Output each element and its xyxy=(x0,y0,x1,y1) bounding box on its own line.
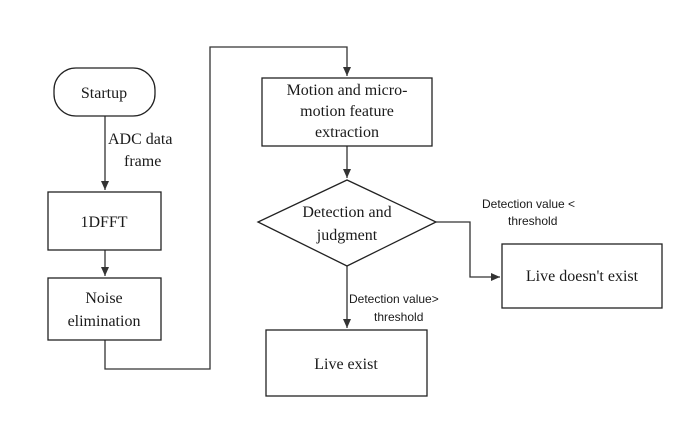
noise-elimination-node xyxy=(47,277,162,341)
adc-label-line-1: ADC data xyxy=(108,131,172,148)
live-not-exist-node xyxy=(501,243,663,309)
startup-label: Startup xyxy=(81,85,127,102)
decision-label-line-2: judgment xyxy=(316,227,378,244)
live-exist-label: Live exist xyxy=(314,356,378,373)
adc-label-line-2: frame xyxy=(124,153,161,170)
less-threshold-label-line-1: Detection value < xyxy=(482,197,575,211)
greater-threshold-label-line-2: threshold xyxy=(374,310,423,324)
fft-node xyxy=(47,191,162,251)
live-exist-node xyxy=(265,329,428,397)
arrow-decision-to-live-not-exist xyxy=(436,221,500,281)
feature-label-line-3: extraction xyxy=(315,124,379,141)
noise-label-line-1: Noise xyxy=(85,290,122,307)
decision-node xyxy=(256,179,438,267)
decision-label-line-1: Detection and xyxy=(302,204,391,221)
fft-label: 1DFFT xyxy=(80,214,127,231)
arrow-noise-to-feature xyxy=(104,46,351,370)
greater-threshold-label-line-1: Detection value> xyxy=(349,292,439,306)
feature-label-line-2: motion feature xyxy=(300,103,394,120)
less-threshold-label-line-2: threshold xyxy=(508,214,557,228)
feature-label-line-1: Motion and micro- xyxy=(287,82,408,99)
feature-extraction-node xyxy=(261,77,433,147)
live-not-exist-label: Live doesn't exist xyxy=(526,268,639,285)
noise-label-line-2: elimination xyxy=(68,313,141,330)
startup-node xyxy=(53,67,156,117)
